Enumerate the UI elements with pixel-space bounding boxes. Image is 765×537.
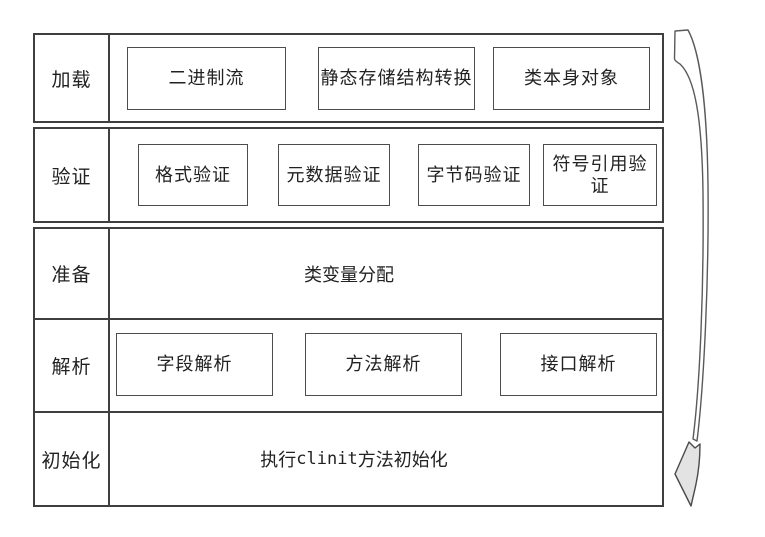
box-static-storage-conversion: 静态存储结构转换 bbox=[318, 47, 475, 110]
clinit-text-prefix: 执行 bbox=[260, 450, 297, 470]
curved-down-arrow-icon bbox=[673, 29, 709, 507]
box-metadata-verification: 元数据验证 bbox=[278, 144, 390, 206]
clinit-code: clinit bbox=[296, 449, 358, 469]
row-loading: 加载 二进制流 静态存储结构转换 类本身对象 bbox=[33, 33, 664, 123]
box-symbol-reference-verification: 符号引用验证 bbox=[543, 144, 657, 206]
box-binary-stream: 二进制流 bbox=[127, 47, 286, 110]
row-resolution-content: 字段解析 方法解析 接口解析 bbox=[110, 320, 662, 411]
row-label-initialization: 初始化 bbox=[35, 413, 110, 505]
row-label-loading: 加载 bbox=[35, 35, 110, 121]
box-interface-resolution: 接口解析 bbox=[500, 333, 657, 396]
box-format-verification: 格式验证 bbox=[138, 144, 248, 206]
row-loading-content: 二进制流 静态存储结构转换 类本身对象 bbox=[110, 35, 662, 121]
row-verification-content: 格式验证 元数据验证 字节码验证 符号引用验证 bbox=[110, 129, 662, 221]
box-bytecode-verification: 字节码验证 bbox=[418, 144, 530, 206]
clinit-text-suffix: 方法初始化 bbox=[357, 450, 448, 470]
arrow-head bbox=[674, 441, 701, 507]
row-label-preparation: 准备 bbox=[35, 229, 110, 318]
box-method-resolution: 方法解析 bbox=[305, 333, 462, 396]
row-label-resolution: 解析 bbox=[35, 320, 110, 411]
text-class-variable-allocation: 类变量分配 bbox=[304, 264, 394, 285]
row-label-verification: 验证 bbox=[35, 129, 110, 221]
box-class-object: 类本身对象 bbox=[493, 47, 650, 110]
row-preparation: 准备 类变量分配 bbox=[33, 227, 664, 320]
arrow-ribbon bbox=[673, 29, 709, 442]
box-field-resolution: 字段解析 bbox=[116, 333, 273, 396]
row-resolution: 解析 字段解析 方法解析 接口解析 bbox=[33, 318, 664, 413]
row-verification: 验证 格式验证 元数据验证 字节码验证 符号引用验证 bbox=[33, 127, 664, 223]
